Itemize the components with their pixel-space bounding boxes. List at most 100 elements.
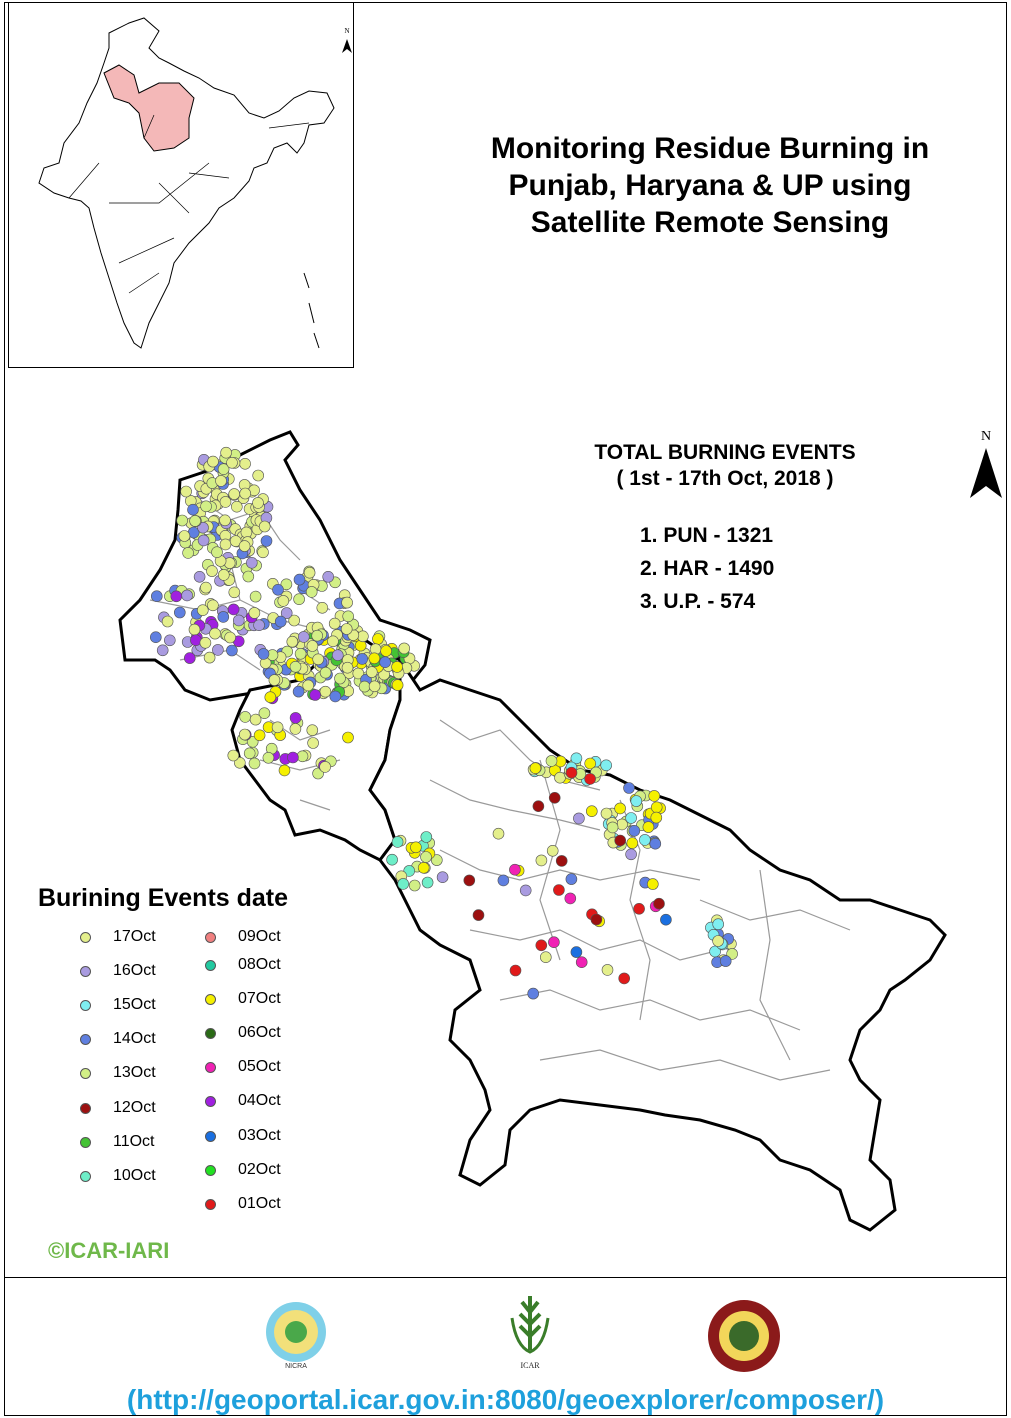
burning-event-dot xyxy=(570,752,583,765)
burning-event-dot xyxy=(565,873,578,885)
burning-event-dot xyxy=(242,570,255,583)
burning-event-dot xyxy=(252,469,265,482)
nicra-caption: NICRA xyxy=(285,1363,307,1370)
burning-event-dot xyxy=(322,570,335,583)
burning-event-dot xyxy=(554,771,566,784)
burning-event-dot xyxy=(239,728,251,741)
legend-label: 08Oct xyxy=(238,956,281,973)
burning-event-dot xyxy=(271,721,284,734)
burning-event-dot xyxy=(519,884,532,897)
burning-event-dot xyxy=(258,707,271,720)
burning-event-dot xyxy=(625,812,637,824)
burning-event-dot xyxy=(193,570,206,583)
stats-period: ( 1st - 17th Oct, 2018 ) xyxy=(616,467,834,490)
burning-event-dot xyxy=(280,607,293,619)
burning-event-dot xyxy=(356,653,369,665)
burning-event-dot xyxy=(368,652,381,665)
legend-item-14oct: 14Oct xyxy=(80,1030,156,1048)
burning-event-dot xyxy=(203,651,216,664)
burning-event-dot xyxy=(319,685,332,698)
burning-event-dot xyxy=(408,879,421,892)
burning-event-dot xyxy=(341,661,354,674)
burning-event-dot xyxy=(249,590,262,603)
burning-event-dot xyxy=(219,538,232,551)
burning-event-dot xyxy=(529,762,542,775)
legend-item-06oct: 06Oct xyxy=(205,1024,281,1042)
legend-swatch xyxy=(80,1033,91,1045)
burning-event-dot xyxy=(272,583,284,596)
burning-event-dot xyxy=(368,680,381,693)
burning-event-dot xyxy=(357,630,369,643)
burning-event-dot xyxy=(340,623,353,635)
burning-event-dot xyxy=(307,737,319,749)
burning-event-dot xyxy=(365,666,378,678)
count-value-pun: - 1321 xyxy=(713,524,774,547)
legend-label: 11Oct xyxy=(113,1133,155,1150)
uttar-pradesh-boundary xyxy=(368,655,947,1232)
burning-event-dot xyxy=(305,586,318,598)
burning-event-dot xyxy=(199,636,212,649)
burning-event-dot xyxy=(178,530,191,542)
burning-event-dot xyxy=(650,811,663,824)
burning-event-dot xyxy=(239,711,251,723)
burning-event-dot xyxy=(398,642,411,655)
legend-swatch xyxy=(80,965,91,977)
legend-swatch xyxy=(80,1067,91,1079)
burning-event-dot xyxy=(341,596,353,609)
legend-label: 03Oct xyxy=(238,1127,281,1144)
burning-event-dot xyxy=(420,831,433,843)
burning-event-dot xyxy=(606,821,619,834)
title-line-2: Punjab, Haryana & UP using xyxy=(508,169,912,202)
burning-event-dot xyxy=(527,987,540,1000)
icar-logo-icon: ICAR xyxy=(510,1296,550,1370)
burning-event-dot xyxy=(206,565,218,577)
india-outline: N xyxy=(38,17,352,349)
iari-logo-icon xyxy=(708,1300,780,1372)
legend-label: 02Oct xyxy=(238,1161,281,1178)
burning-event-dot xyxy=(565,766,578,779)
burning-event-dot xyxy=(545,755,558,767)
burning-event-dot xyxy=(219,514,231,527)
burning-event-dot xyxy=(253,729,266,742)
burning-event-dot xyxy=(585,805,598,818)
burning-event-dot xyxy=(417,861,430,874)
legend-item-09oct: 09Oct xyxy=(205,928,281,946)
burning-event-dot xyxy=(197,534,210,547)
legend-item-10oct: 10Oct xyxy=(80,1167,156,1185)
burning-event-dot xyxy=(226,456,238,469)
legend-swatch xyxy=(80,1102,91,1114)
legend-swatch xyxy=(80,1136,91,1148)
count-value-har: - 1490 xyxy=(714,557,775,580)
burning-event-dot xyxy=(229,535,242,547)
burning-event-dot xyxy=(573,812,585,825)
burning-event-dot xyxy=(575,956,588,969)
burning-event-dot xyxy=(509,964,522,977)
burning-event-dot xyxy=(288,614,301,627)
nicra-logo-icon: NICRA xyxy=(266,1302,326,1370)
burning-event-dot xyxy=(217,611,230,623)
burning-event-dot xyxy=(174,606,186,619)
burning-event-dot xyxy=(633,902,645,915)
burning-event-dot xyxy=(421,876,434,889)
copyright-label: ©ICAR-IARI xyxy=(48,1238,170,1263)
burning-event-dot xyxy=(260,535,273,547)
burning-event-dot xyxy=(719,955,732,967)
geoportal-url[interactable]: (http://geoportal.icar.gov.in:8080/geoex… xyxy=(126,1384,885,1415)
burning-event-dot xyxy=(614,802,626,815)
map-frame xyxy=(4,2,1007,1416)
legend-swatch xyxy=(205,1130,216,1142)
burning-event-dot xyxy=(306,640,319,652)
burning-event-dot xyxy=(342,610,355,623)
burning-events-summary: TOTAL BURNING EVENTS ( 1st - 17th Oct, 2… xyxy=(540,440,910,492)
icar-caption: ICAR xyxy=(520,1361,540,1370)
burning-event-dot xyxy=(268,674,281,686)
burning-event-dot xyxy=(197,521,209,534)
burning-event-dot xyxy=(584,757,597,770)
legend-swatch xyxy=(205,1095,216,1107)
legend-label: 09Oct xyxy=(238,928,281,945)
burning-event-dot xyxy=(249,713,262,726)
burning-event-dot xyxy=(294,647,307,660)
burning-event-dot xyxy=(590,913,603,926)
burning-event-dot xyxy=(227,749,240,762)
